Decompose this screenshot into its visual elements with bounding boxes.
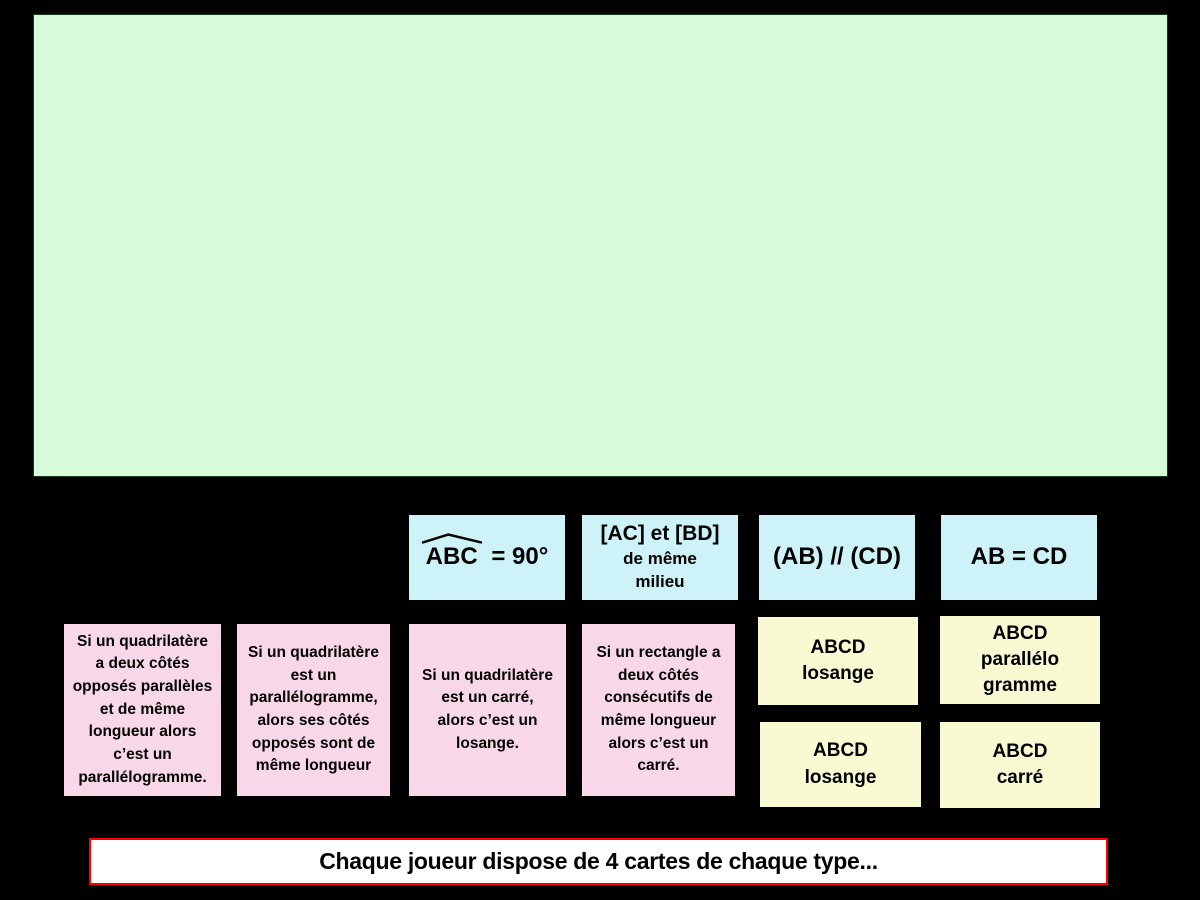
angle-name: ABC	[425, 543, 478, 571]
footer-banner: Chaque joueur dispose de 4 cartes de cha…	[89, 838, 1108, 885]
property-card-subtitle: de même milieu	[623, 548, 697, 591]
theorem-card-text: Si un quadrilatère a deux côtés opposés …	[72, 632, 213, 786]
property-card-parallel: (AB) // (CD)	[757, 513, 917, 602]
theorem-card: Si un quadrilatère a deux côtés opposés …	[62, 622, 223, 798]
property-card-angle: ABC = 90°	[407, 513, 567, 602]
property-card-midpoint: [AC] et [BD] de même milieu	[580, 513, 740, 602]
property-card-text: (AB) // (CD)	[773, 543, 901, 571]
workspace-area	[33, 14, 1168, 477]
theorem-card-text: Si un quadrilatère est un parallélogramm…	[248, 644, 379, 775]
theorem-card: Si un rectangle a deux côtés consécutifs…	[580, 622, 737, 798]
conclusion-card-text: ABCD parallélo gramme	[980, 622, 1060, 697]
property-card-text: AB = CD	[970, 543, 1068, 571]
theorem-card: Si un quadrilatère est un carré, alors c…	[407, 622, 568, 798]
property-card-equal-length: AB = CD	[939, 513, 1099, 602]
conclusion-card: ABCD losange	[760, 722, 921, 807]
property-card-title: [AC] et [BD]	[600, 522, 720, 546]
conclusion-card: ABCD carré	[940, 722, 1100, 808]
conclusion-card-text: ABCD carré	[992, 740, 1048, 788]
conclusion-card: ABCD losange	[758, 617, 918, 705]
angle-value: = 90°	[491, 543, 549, 571]
angle-hat-icon	[421, 533, 482, 544]
theorem-card-text: Si un rectangle a deux côtés consécutifs…	[596, 644, 721, 775]
theorem-card: Si un quadrilatère est un parallélogramm…	[235, 622, 392, 798]
angle-notation: ABC	[421, 533, 482, 571]
theorem-card-text: Si un quadrilatère est un carré, alors c…	[422, 666, 553, 752]
conclusion-card-text: ABCD losange	[804, 740, 877, 788]
footer-banner-text: Chaque joueur dispose de 4 cartes de cha…	[319, 848, 878, 874]
conclusion-card: ABCD parallélo gramme	[940, 616, 1100, 704]
property-card-angle-content: ABC = 90°	[421, 533, 549, 571]
conclusion-card-text: ABCD losange	[802, 636, 874, 684]
